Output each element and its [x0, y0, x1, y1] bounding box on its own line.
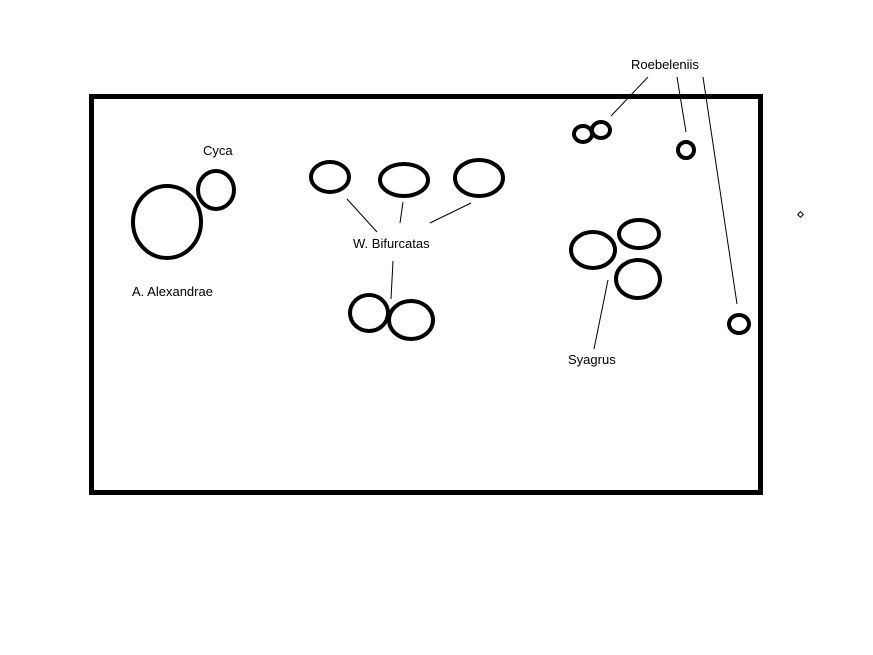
garden-border — [89, 94, 763, 495]
plant-bifurcata-3 — [453, 158, 505, 198]
plant-bifurcata-1 — [309, 160, 351, 194]
plant-roebelenii-3 — [676, 140, 696, 160]
leader-roebelenii-2 — [676, 76, 687, 133]
plant-roebelenii-1 — [572, 124, 594, 144]
label-syagrus: Syagrus — [568, 352, 616, 367]
leader-roebelenii-3 — [702, 76, 738, 305]
label-bifurcatas: W. Bifurcatas — [353, 236, 430, 251]
plant-roebelenii-4 — [727, 313, 751, 335]
plant-syagrus-1 — [569, 230, 617, 270]
leader-bifurcata-4 — [390, 260, 394, 300]
leader-bifurcata-2 — [399, 201, 404, 224]
label-alexandrae: A. Alexandrae — [132, 284, 213, 299]
leader-bifurcata-3 — [429, 202, 472, 224]
plant-syagrus-2 — [617, 218, 661, 250]
plant-bifurcata-4 — [348, 293, 390, 333]
plant-bifurcata-5 — [387, 299, 435, 341]
leader-syagrus — [593, 279, 609, 350]
plant-cyca — [196, 169, 236, 211]
label-cyca: Cyca — [203, 143, 233, 158]
label-roebeleniis: Roebeleniis — [631, 57, 699, 72]
plant-bifurcata-2 — [378, 162, 430, 198]
leader-bifurcata-1 — [346, 198, 378, 233]
plant-alexandrae — [131, 184, 203, 260]
plant-roebelenii-2 — [590, 120, 612, 140]
leader-roebelenii-1 — [610, 76, 649, 117]
stray-mark — [796, 210, 805, 219]
plant-syagrus-3 — [614, 258, 662, 300]
